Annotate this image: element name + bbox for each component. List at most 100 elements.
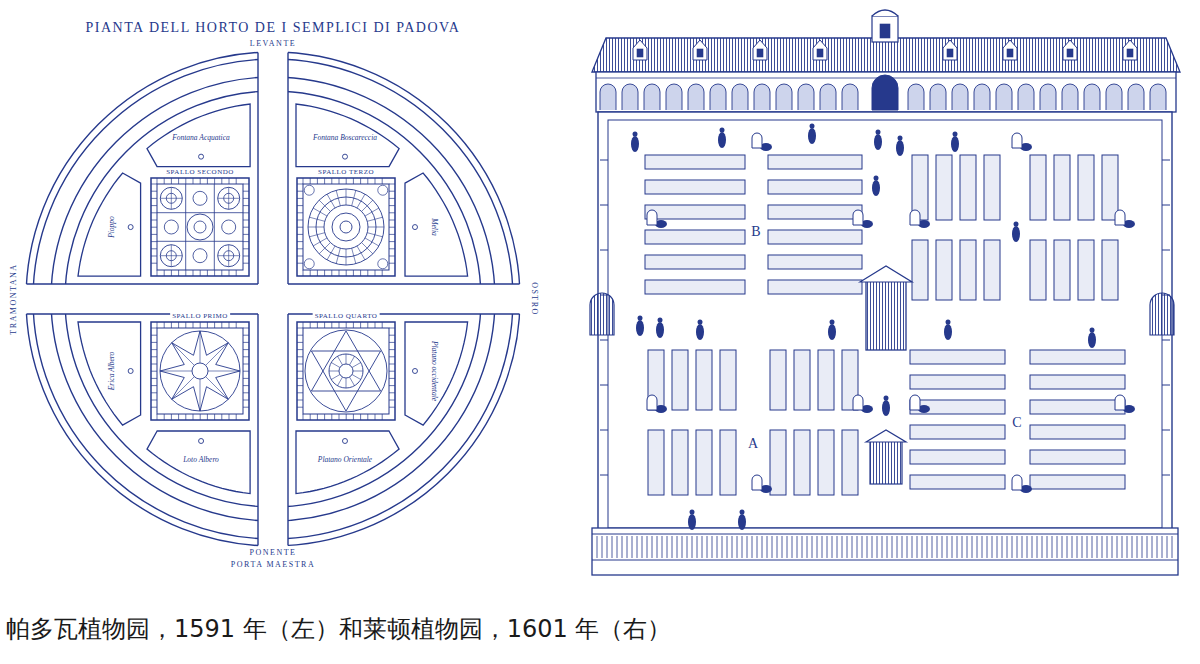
planting-bed — [645, 255, 745, 269]
planting-bed — [1102, 155, 1118, 220]
engraving-line — [350, 356, 355, 365]
planting-bed — [936, 240, 952, 300]
visitor-figure — [1012, 226, 1020, 242]
baluster — [887, 536, 888, 558]
garden-bed: Platano Orientale — [294, 429, 401, 496]
border-tick — [297, 212, 303, 213]
dormer-window — [817, 49, 823, 57]
garden-gate — [853, 210, 863, 225]
bed-ring — [339, 364, 353, 378]
baluster — [897, 536, 898, 558]
engraving-line — [309, 233, 324, 237]
border-tick — [157, 414, 158, 420]
engraving-line — [157, 241, 243, 242]
planting-bed — [768, 180, 862, 194]
baluster — [1147, 536, 1148, 558]
border-tick — [151, 378, 157, 379]
border-tick — [297, 356, 303, 357]
visitor-figure — [830, 320, 835, 325]
border-tick — [178, 178, 179, 184]
bed-knot — [193, 191, 207, 205]
dormer-window — [1007, 49, 1013, 57]
border-tick — [339, 414, 340, 420]
baluster — [907, 536, 908, 558]
planting-bed — [770, 350, 786, 410]
wall-tick — [600, 205, 608, 206]
planting-bed — [842, 430, 858, 495]
border-tick — [331, 270, 332, 276]
bed-knot — [378, 185, 388, 195]
visitor-figure — [638, 316, 643, 321]
visitor-figure — [808, 128, 816, 144]
planting-bed — [960, 155, 976, 220]
border-tick — [367, 414, 368, 420]
engraving-line — [336, 248, 340, 263]
border-tick — [221, 414, 222, 420]
border-tick — [331, 414, 332, 420]
border-tick — [236, 322, 237, 328]
border-tick — [164, 178, 165, 184]
visitor-figure — [1090, 328, 1095, 333]
border-tick — [243, 371, 249, 372]
baluster — [737, 536, 738, 558]
bed-label: Platano Orientale — [318, 456, 372, 464]
visitor-figure — [740, 510, 745, 515]
engraving-line — [365, 208, 379, 216]
border-tick — [382, 270, 383, 276]
border-tick — [297, 349, 303, 350]
visitor-figure — [896, 140, 904, 156]
planting-bed — [910, 400, 1005, 414]
baluster — [807, 536, 808, 558]
planting-bed — [768, 255, 862, 269]
visitor-figure — [1014, 222, 1019, 227]
border-tick — [151, 220, 157, 221]
planting-bed — [818, 350, 834, 410]
bed-knot — [218, 187, 240, 209]
garden-gate — [752, 133, 762, 148]
border-tick — [303, 322, 304, 328]
garden-gate — [910, 395, 920, 410]
garden-gate — [910, 210, 920, 225]
border-tick — [151, 198, 157, 199]
border-tick — [151, 205, 157, 206]
visitor-figure — [633, 132, 638, 137]
baluster — [742, 536, 743, 558]
baluster — [602, 536, 603, 558]
parterre-pattern — [150, 177, 250, 277]
baluster — [767, 536, 768, 558]
engraving-line — [313, 208, 327, 216]
planting-bed — [1030, 350, 1125, 364]
border-tick — [200, 322, 201, 328]
border-tick — [389, 248, 395, 249]
arcade-arch — [996, 84, 1012, 110]
border-tick — [171, 414, 172, 420]
cross-path — [21, 284, 525, 314]
baluster — [812, 536, 813, 558]
arcade-arch — [974, 84, 990, 110]
border-tick — [243, 198, 249, 199]
square-heading: SPALLO TERZO — [316, 169, 376, 176]
baluster — [1127, 536, 1128, 558]
arcade-arch — [776, 84, 792, 110]
wall-tick — [1162, 385, 1170, 386]
border-tick — [389, 191, 395, 192]
border-tick — [243, 205, 249, 206]
dormer-window — [637, 49, 643, 57]
baluster — [717, 536, 718, 558]
border-tick — [389, 328, 395, 329]
arcade-arch — [622, 84, 638, 110]
visitor-figure — [718, 132, 726, 148]
baluster — [727, 536, 728, 558]
pavilion-roof — [866, 430, 906, 442]
border-tick — [367, 178, 368, 184]
engraving-line — [327, 194, 335, 208]
border-tick — [324, 322, 325, 328]
border-tick — [151, 371, 157, 372]
dormer-window — [1127, 49, 1133, 57]
bed-label: Erica Albero — [108, 352, 116, 391]
border-tick — [243, 248, 249, 249]
border-tick — [389, 198, 395, 199]
visitor-figure — [656, 322, 664, 338]
planting-bed — [1054, 155, 1070, 220]
garden-gate — [647, 210, 657, 225]
